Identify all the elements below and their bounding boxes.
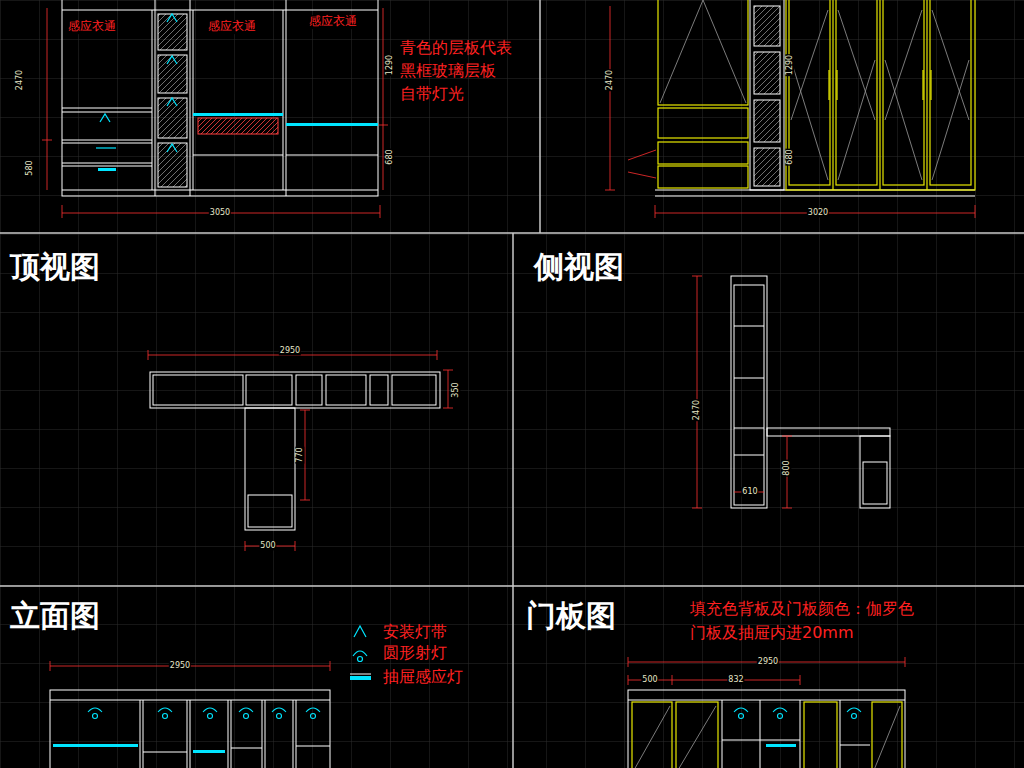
view-title: 侧视图	[534, 250, 624, 283]
dimension-text: 500	[259, 541, 276, 550]
dimension-text: 832	[727, 675, 744, 684]
dimension-text: 2950	[757, 657, 779, 666]
view-title: 门板图	[526, 599, 616, 632]
dimension-text: 2470	[605, 69, 614, 91]
dimension-text: 2950	[279, 346, 301, 355]
view-panel: 侧视图	[514, 234, 1024, 585]
note-text: 青色的层板代表 黑框玻璃层板 自带灯光	[400, 36, 515, 106]
dimension-text: 680	[385, 148, 394, 165]
legend-text: 圆形射灯	[383, 644, 447, 662]
dimension-text: 1290	[785, 54, 794, 76]
compartment-label: 感应衣通	[67, 20, 117, 34]
legend-text: 安装灯带	[383, 623, 447, 641]
note-text: 填充色背板及门板颜色：伽罗色	[690, 600, 914, 618]
dimension-text: 1290	[385, 54, 394, 76]
dimension-text: 800	[782, 459, 791, 476]
view-title: 立面图	[10, 599, 100, 632]
dimension-text: 580	[25, 159, 34, 176]
dimension-text: 3050	[209, 208, 231, 217]
dimension-text: 350	[451, 381, 460, 398]
dimension-text: 770	[295, 446, 304, 463]
view-panel: 顶视图	[0, 234, 512, 585]
view-title: 顶视图	[10, 250, 100, 283]
dimension-text: 2950	[169, 661, 191, 670]
compartment-label: 感应衣通	[308, 15, 358, 29]
dimension-text: 500	[641, 675, 658, 684]
dimension-text: 2470	[15, 69, 24, 91]
compartment-label: 感应衣通	[207, 20, 257, 34]
dimension-text: 2470	[692, 399, 701, 421]
dimension-text: 3020	[807, 208, 829, 217]
legend-text: 抽屉感应灯	[383, 668, 463, 686]
note-text: 门板及抽屉内进20mm	[690, 624, 854, 642]
dimension-text: 610	[741, 487, 758, 496]
dimension-text: 680	[785, 148, 794, 165]
